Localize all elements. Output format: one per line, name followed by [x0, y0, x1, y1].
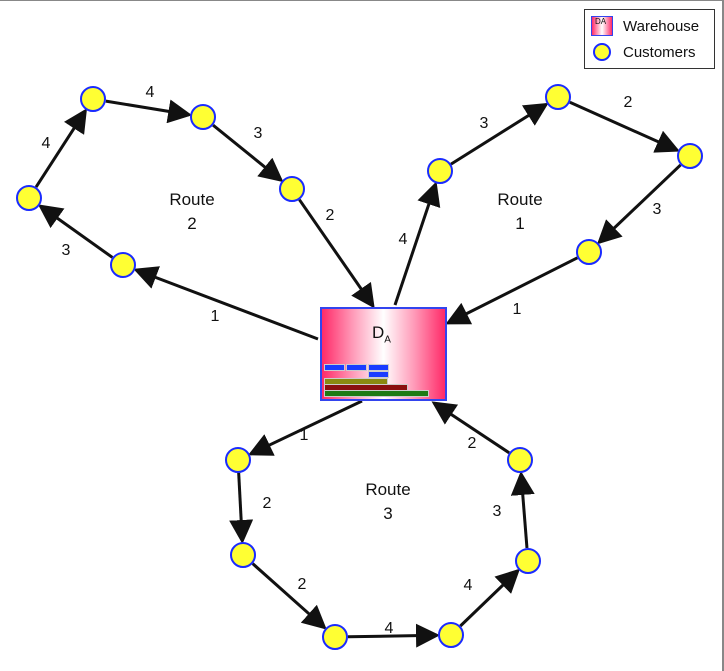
- route-edge: [298, 198, 375, 309]
- customer-node: [322, 624, 348, 650]
- route-edge: [133, 266, 319, 341]
- route-edge: [569, 100, 680, 153]
- edge-weight-label: 2: [298, 576, 307, 593]
- route-edge: [212, 124, 284, 183]
- route-number: 3: [383, 504, 392, 523]
- route-edge: [251, 562, 327, 630]
- route-edge: [347, 623, 441, 648]
- edge-weight-label: 3: [62, 242, 71, 259]
- route-edge: [105, 99, 193, 124]
- edge-weight-label: 4: [146, 84, 155, 101]
- route-edge: [247, 399, 363, 456]
- route-edge: [393, 181, 441, 306]
- route-edge: [596, 163, 682, 245]
- customer-node: [545, 84, 571, 110]
- customer-node: [110, 252, 136, 278]
- edge-weight-label: 2: [326, 207, 335, 224]
- legend: DA Warehouse Customers: [584, 9, 715, 69]
- edge-weight-label: 2: [263, 495, 272, 512]
- edge-weight-label: 4: [42, 135, 51, 152]
- route-edge: [37, 204, 114, 259]
- customer-node: [515, 548, 541, 574]
- edge-weight-label: 1: [513, 301, 522, 318]
- warehouse-label: DA: [372, 323, 391, 346]
- edge-weight-label: 4: [464, 577, 473, 594]
- route-edge: [445, 256, 579, 325]
- warehouse-icon: DA: [591, 16, 613, 36]
- route-edge: [459, 568, 521, 628]
- edge-weight-label: 3: [254, 125, 263, 142]
- route-edge: [450, 102, 549, 166]
- edge-weight-label: 2: [468, 435, 477, 452]
- legend-label: Warehouse: [623, 17, 700, 35]
- customer-node: [279, 176, 305, 202]
- edge-weight-label: 1: [211, 308, 220, 325]
- customer-node: [576, 239, 602, 265]
- route-number: 2: [187, 214, 196, 233]
- customer-node: [80, 86, 106, 112]
- customer-node: [230, 542, 256, 568]
- customer-node: [677, 143, 703, 169]
- warehouse-depot: DA: [320, 307, 447, 401]
- legend-item-customers: Customers: [591, 43, 696, 61]
- legend-label: Customers: [623, 43, 696, 61]
- edge-weight-label: 4: [399, 231, 408, 248]
- customer-node: [225, 447, 251, 473]
- route-edge: [34, 108, 88, 188]
- legend-item-warehouse: DA Warehouse: [591, 16, 699, 36]
- edge-weight-label: 1: [300, 427, 309, 444]
- route-edge: [510, 470, 535, 549]
- route-edge: [431, 401, 510, 455]
- route-edge: [229, 472, 254, 545]
- edge-weight-label: 3: [493, 503, 502, 520]
- route-number: 1: [515, 214, 524, 233]
- route-name: Route: [365, 480, 410, 499]
- edge-weight-label: 3: [653, 201, 662, 218]
- route-name: Route: [497, 190, 542, 209]
- edge-weight-label: 2: [624, 94, 633, 111]
- customer-icon: [593, 43, 611, 61]
- customer-node: [16, 185, 42, 211]
- edge-weight-label: 4: [385, 620, 394, 637]
- customer-node: [190, 104, 216, 130]
- customer-node: [427, 158, 453, 184]
- customer-node: [438, 622, 464, 648]
- edge-weight-label: 3: [480, 115, 489, 132]
- route-name: Route: [169, 190, 214, 209]
- customer-node: [507, 447, 533, 473]
